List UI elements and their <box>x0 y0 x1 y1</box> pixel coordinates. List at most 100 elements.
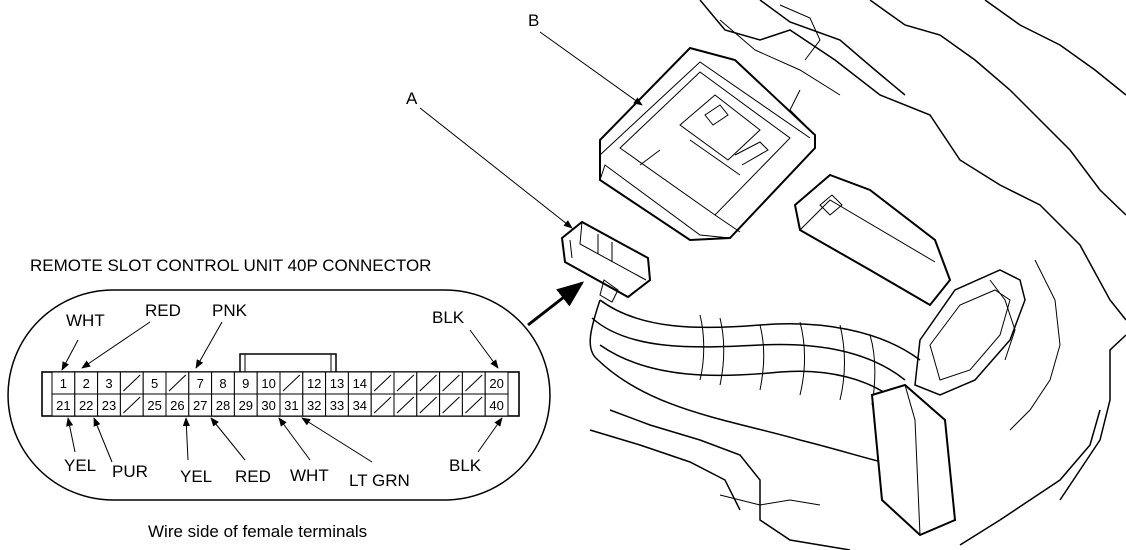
terminal-number: 3 <box>105 376 112 391</box>
terminal-unused <box>439 371 463 395</box>
terminal-number: 9 <box>242 376 249 391</box>
terminal-25: 25 <box>142 393 167 417</box>
wire-label-ltgrn-pin31: LT GRN <box>349 471 410 490</box>
terminal-20: 20 <box>484 371 509 395</box>
terminal-14: 14 <box>347 371 372 395</box>
wire-label-blk-pin40: BLK <box>449 456 482 475</box>
terminal-unused <box>370 393 395 417</box>
wire-label-yel-pin26: YEL <box>180 467 212 486</box>
unused-slot-mark <box>419 374 437 392</box>
terminal-number: 14 <box>353 376 367 391</box>
terminal-number: 33 <box>330 398 344 413</box>
callout-a-leader <box>419 107 573 229</box>
callout-a-label: A <box>406 89 418 108</box>
terminal-number: 13 <box>330 376 344 391</box>
wire-label-red-pin27: RED <box>235 467 271 486</box>
unused-slot-mark <box>465 374 483 392</box>
terminal-2: 2 <box>74 371 99 395</box>
terminal-unused <box>370 371 395 395</box>
terminal-unused <box>416 371 441 395</box>
wire-label-blk-pin20: BLK <box>432 308 465 327</box>
terminal-27: 27 <box>188 393 213 417</box>
wire-label-wht-pin1: WHT <box>66 311 105 330</box>
unused-slot-mark <box>419 396 437 414</box>
terminal-number: 20 <box>489 376 503 391</box>
terminal-unused <box>279 371 304 395</box>
connector-callout-outline <box>7 289 551 501</box>
unused-slot-mark <box>465 396 483 414</box>
terminal-unused <box>119 371 144 395</box>
terminal-13: 13 <box>325 371 349 395</box>
connector-title: REMOTE SLOT CONTROL UNIT 40P CONNECTOR <box>30 256 431 275</box>
terminal-8: 8 <box>211 371 235 395</box>
terminal-number: 12 <box>307 376 321 391</box>
wire-label-wht-pin30: WHT <box>290 466 329 485</box>
terminal-1: 1 <box>51 371 76 395</box>
terminal-number: 22 <box>79 398 93 413</box>
terminal-unused <box>393 371 418 395</box>
terminal-number: 40 <box>489 398 503 413</box>
terminal-7: 7 <box>188 371 213 395</box>
terminal-28: 28 <box>211 393 235 417</box>
terminal-unused <box>119 393 144 417</box>
unused-slot-mark <box>442 374 460 392</box>
terminal-31: 31 <box>279 393 304 417</box>
terminal-unused <box>165 371 190 395</box>
terminal-number: 21 <box>56 398 70 413</box>
terminal-number: 5 <box>151 376 158 391</box>
unused-slot-mark <box>396 374 415 392</box>
terminal-26: 26 <box>165 393 190 417</box>
terminal-29: 29 <box>233 393 258 417</box>
unused-slot-mark <box>282 374 301 392</box>
caption: Wire side of female terminals <box>148 522 367 541</box>
terminal-30: 30 <box>256 393 281 417</box>
terminal-unused <box>461 393 486 417</box>
unused-slot-mark <box>373 396 392 414</box>
terminal-number: 29 <box>239 398 253 413</box>
wire-label-pnk-pin7: PNK <box>212 301 248 320</box>
terminal-number: 8 <box>219 376 226 391</box>
terminal-number: 23 <box>102 398 116 413</box>
unused-slot-mark <box>123 374 141 392</box>
dashboard-illustration <box>560 0 1126 550</box>
wire-label-yel-pin21: YEL <box>64 456 96 475</box>
terminal-number: 28 <box>216 398 230 413</box>
unused-slot-mark <box>123 396 141 414</box>
terminal-34: 34 <box>347 393 372 417</box>
terminal-number: 7 <box>197 376 204 391</box>
terminal-3: 3 <box>97 371 121 395</box>
terminal-40: 40 <box>484 393 509 417</box>
callout-b-label: B <box>528 11 539 30</box>
unused-slot-mark <box>168 374 187 392</box>
terminal-9: 9 <box>233 371 258 395</box>
wire-label-red-pin2: RED <box>145 301 181 320</box>
terminal-number: 30 <box>261 398 275 413</box>
terminal-33: 33 <box>325 393 349 417</box>
terminal-12: 12 <box>302 371 327 395</box>
terminal-5: 5 <box>142 371 167 395</box>
wire-label-pur-pin22: PUR <box>112 462 148 481</box>
unused-slot-mark <box>373 374 392 392</box>
terminal-22: 22 <box>74 393 99 417</box>
terminal-number: 32 <box>307 398 321 413</box>
terminal-unused <box>461 371 486 395</box>
terminal-number: 2 <box>83 376 90 391</box>
terminal-23: 23 <box>97 393 121 417</box>
callout-b-leader <box>539 31 643 106</box>
terminal-number: 25 <box>147 398 161 413</box>
terminal-21: 21 <box>51 393 76 417</box>
wire-leaders <box>61 321 503 463</box>
unused-slot-mark <box>442 396 460 414</box>
terminal-number: 34 <box>353 398 367 413</box>
terminal-number: 10 <box>261 376 275 391</box>
terminal-number: 27 <box>193 398 207 413</box>
terminal-number: 1 <box>60 376 67 391</box>
connector-pointer-arrow <box>527 281 585 327</box>
terminal-unused <box>439 393 463 417</box>
unused-slot-mark <box>396 396 415 414</box>
